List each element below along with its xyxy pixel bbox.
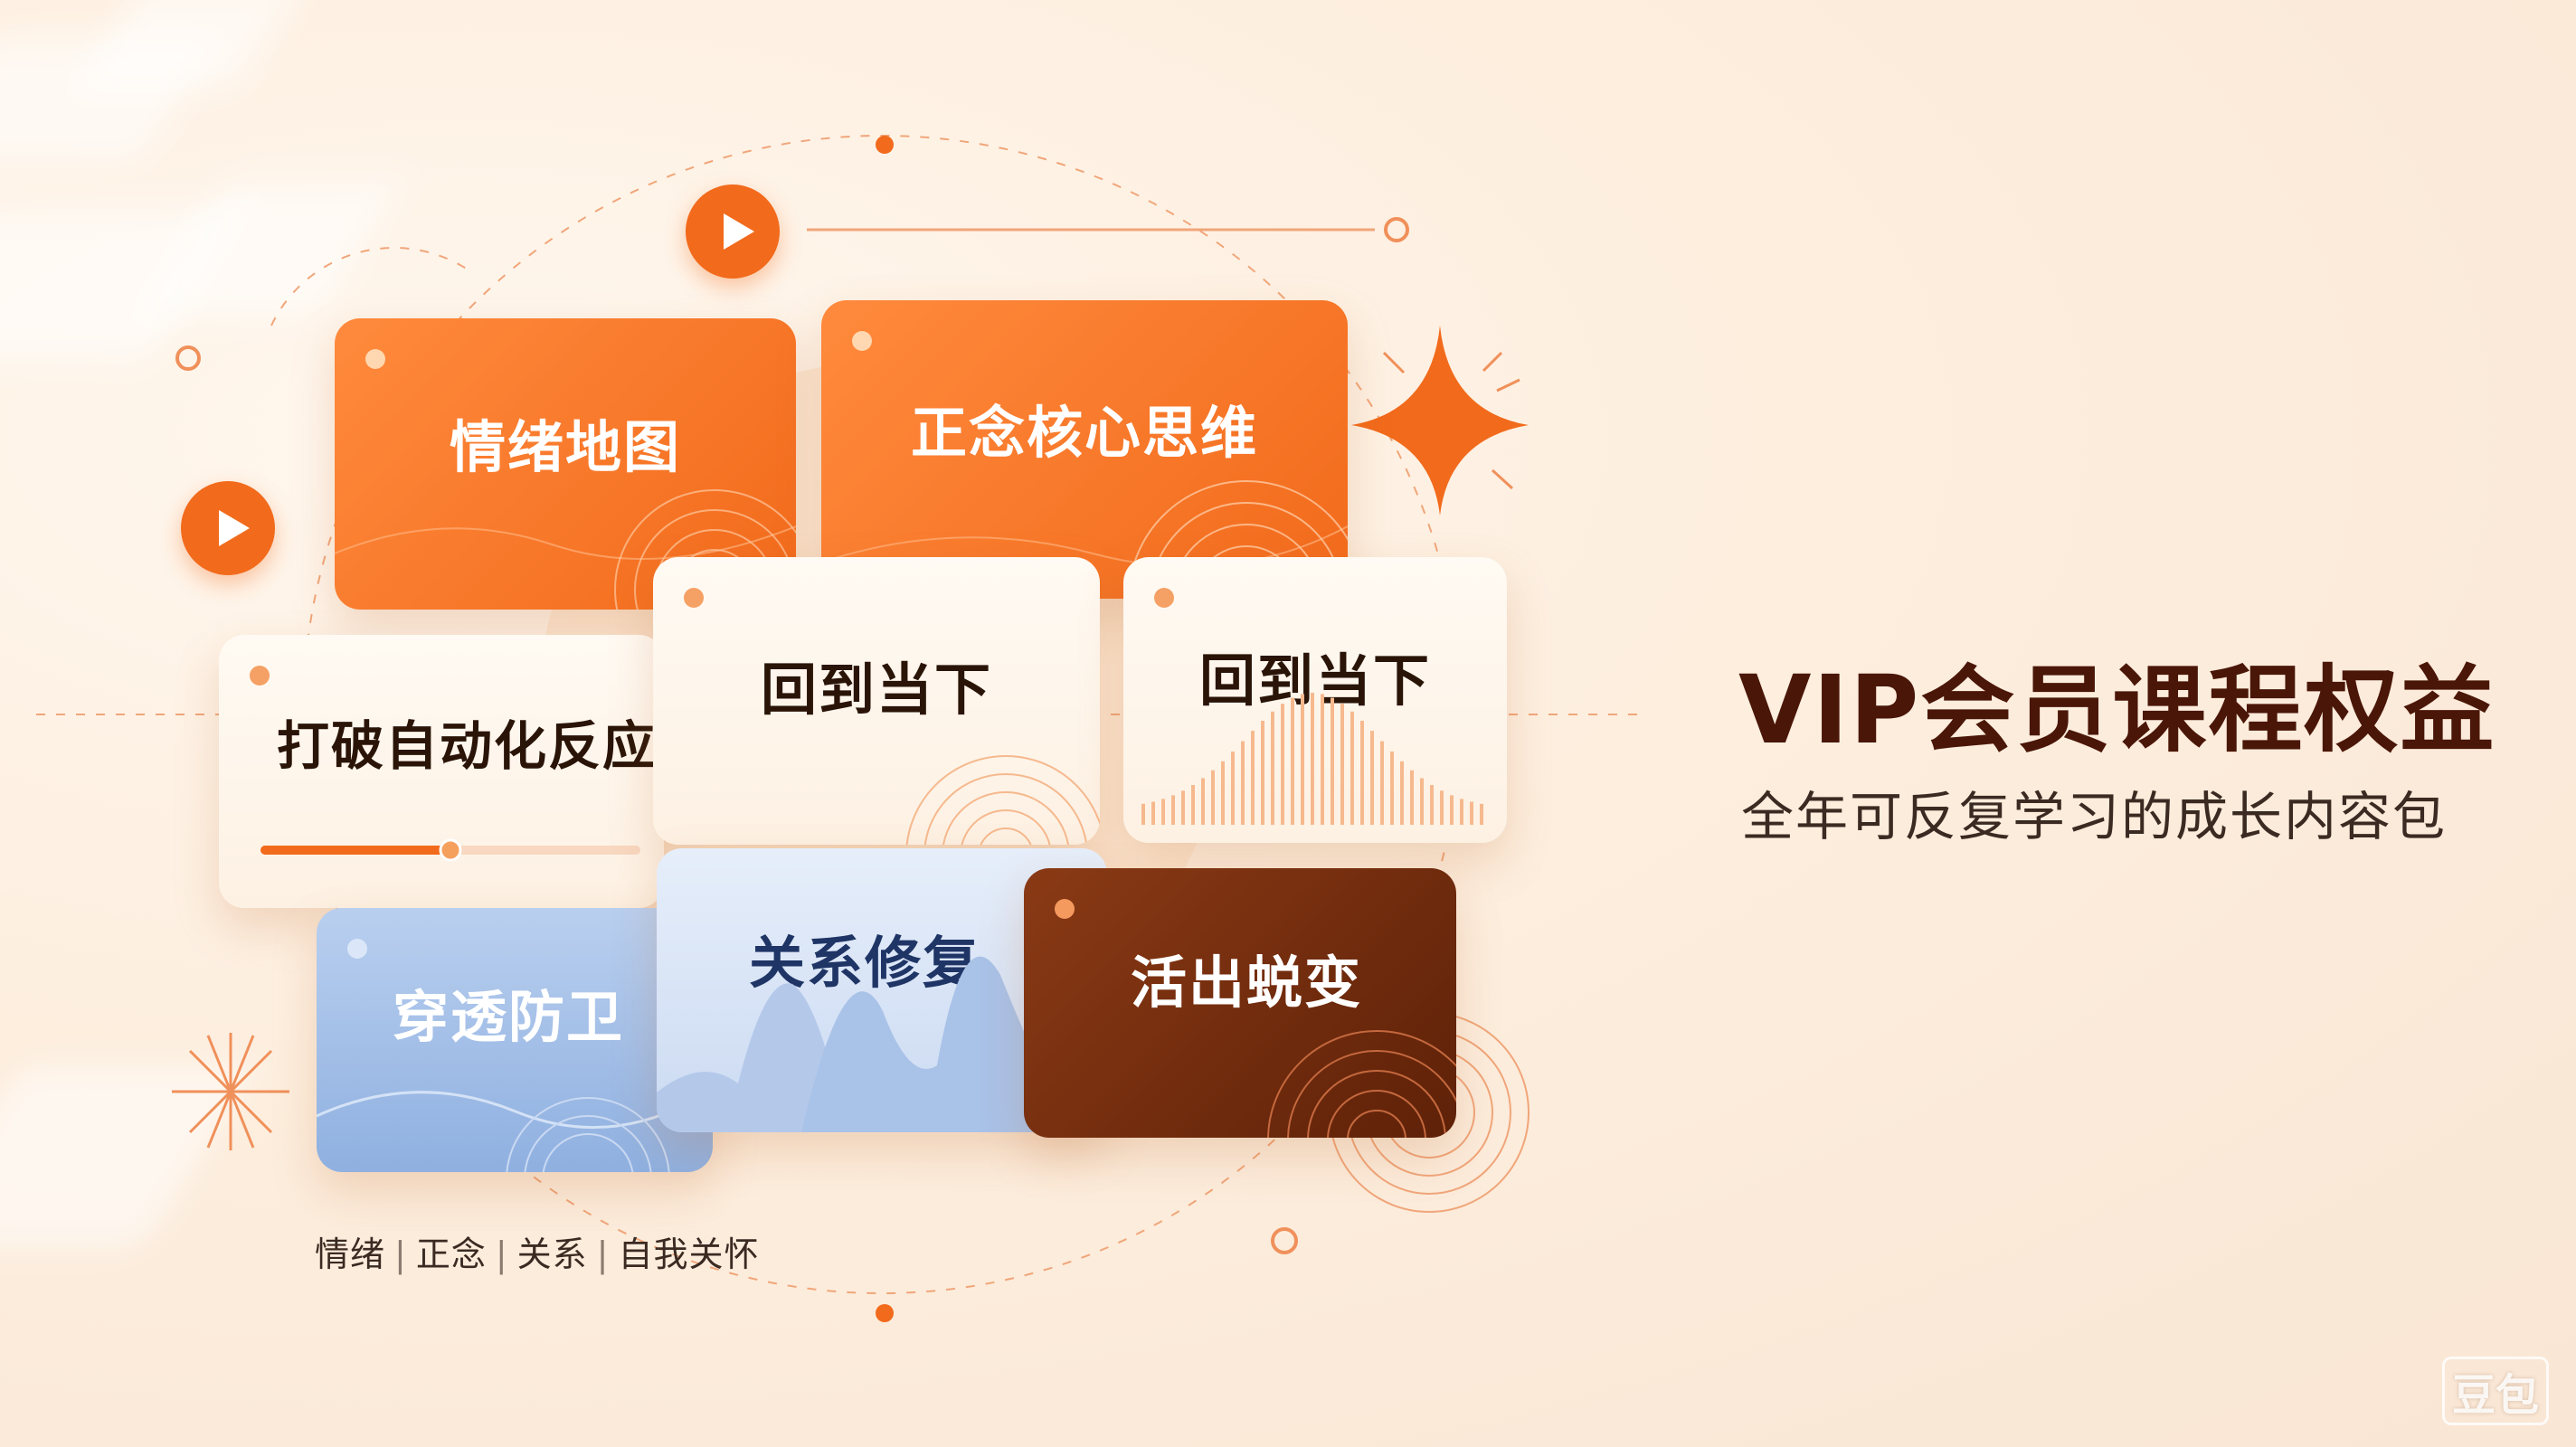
wave-bar	[1181, 790, 1185, 825]
card-back-to-present-wave[interactable]: 回到当下	[1123, 557, 1507, 843]
wave-bar	[1311, 693, 1314, 825]
wave-bar	[1301, 694, 1304, 825]
wave-bar	[1221, 761, 1225, 825]
wave-bar	[1201, 778, 1205, 825]
wave-bar	[1281, 704, 1284, 825]
wave-bar	[1370, 731, 1374, 825]
wave-bar	[1340, 704, 1344, 825]
wave-bar	[1211, 770, 1215, 825]
card-mindfulness[interactable]: 正念核心思维	[821, 300, 1348, 599]
wave-bar	[1251, 731, 1255, 825]
wave-bar	[1380, 741, 1384, 825]
wave-bar	[1241, 741, 1245, 825]
wave-bar	[1331, 697, 1334, 825]
wave-bar	[1141, 803, 1145, 825]
card-title: 活出蜕变	[1131, 950, 1363, 1016]
sunburst-icon	[172, 1033, 289, 1150]
card-dot	[1154, 588, 1174, 608]
wave-bar	[1350, 711, 1354, 825]
card-dot	[684, 588, 704, 608]
card-dot	[347, 939, 367, 959]
wave-bar	[1161, 799, 1165, 825]
wave-bar	[1171, 795, 1175, 825]
wave-bar	[1360, 720, 1364, 825]
wave-bar	[1470, 801, 1473, 825]
wave-bar	[1151, 801, 1155, 825]
wave-bar	[1420, 778, 1424, 825]
card-break-automatic[interactable]: 打破自动化反应	[219, 635, 664, 908]
tag: 正念	[415, 1234, 487, 1274]
watermark-logo: 豆包	[2441, 1357, 2549, 1425]
ripple-lines	[1267, 1030, 1456, 1138]
separator: |	[394, 1234, 407, 1274]
card-back-to-present[interactable]: 回到当下	[653, 557, 1100, 845]
tag: 关系	[516, 1234, 588, 1274]
progress-slider[interactable]	[219, 635, 664, 908]
wave-bar	[1400, 761, 1404, 825]
card-live-transformation[interactable]: 活出蜕变	[1024, 868, 1456, 1138]
wave-bar	[1231, 751, 1235, 825]
card-title: 穿透防卫	[393, 984, 625, 1050]
play-icon[interactable]	[181, 481, 275, 575]
wave-bar	[1271, 711, 1274, 825]
wave-bar	[1450, 795, 1454, 825]
card-penetrate-defense[interactable]: 穿透防卫	[317, 908, 713, 1172]
topic-tags: 情绪|正念|关系|自我关怀	[315, 1226, 760, 1276]
page-subtitle: 全年可反复学习的成长内容包	[1741, 786, 2448, 847]
separator: |	[596, 1234, 610, 1274]
wave-bar	[1321, 694, 1324, 825]
wave-bar	[1460, 799, 1463, 825]
play-icon[interactable]	[686, 184, 780, 279]
sound-wave-bars	[1141, 693, 1483, 825]
wave-bar	[1440, 790, 1444, 825]
ripple-lines	[905, 755, 1100, 845]
card-dot	[250, 666, 270, 686]
card-title: 打破自动化反应	[277, 715, 658, 777]
page-title: VIP会员课程权益	[1738, 655, 2496, 765]
card-dot	[852, 331, 872, 351]
sparkle-star-icon	[1351, 326, 1529, 515]
ripple-lines	[821, 480, 1348, 599]
card-title: 正念核心思维	[910, 400, 1258, 466]
wave-bar	[1191, 785, 1195, 825]
wave-bar	[1430, 785, 1434, 825]
wave-bar	[1291, 697, 1294, 825]
card-dot	[1055, 899, 1075, 919]
wave-bar	[1261, 720, 1264, 825]
card-dot	[365, 349, 385, 369]
tag: 自我关怀	[618, 1234, 760, 1274]
separator: |	[495, 1234, 508, 1274]
card-title: 情绪地图	[449, 414, 681, 480]
wave-bar	[1390, 751, 1394, 825]
card-title: 回到当下	[760, 657, 992, 723]
tag: 情绪	[315, 1234, 386, 1274]
wave-bar	[1480, 803, 1483, 825]
wave-bar	[1410, 770, 1414, 825]
wave-lines	[317, 1087, 713, 1172]
